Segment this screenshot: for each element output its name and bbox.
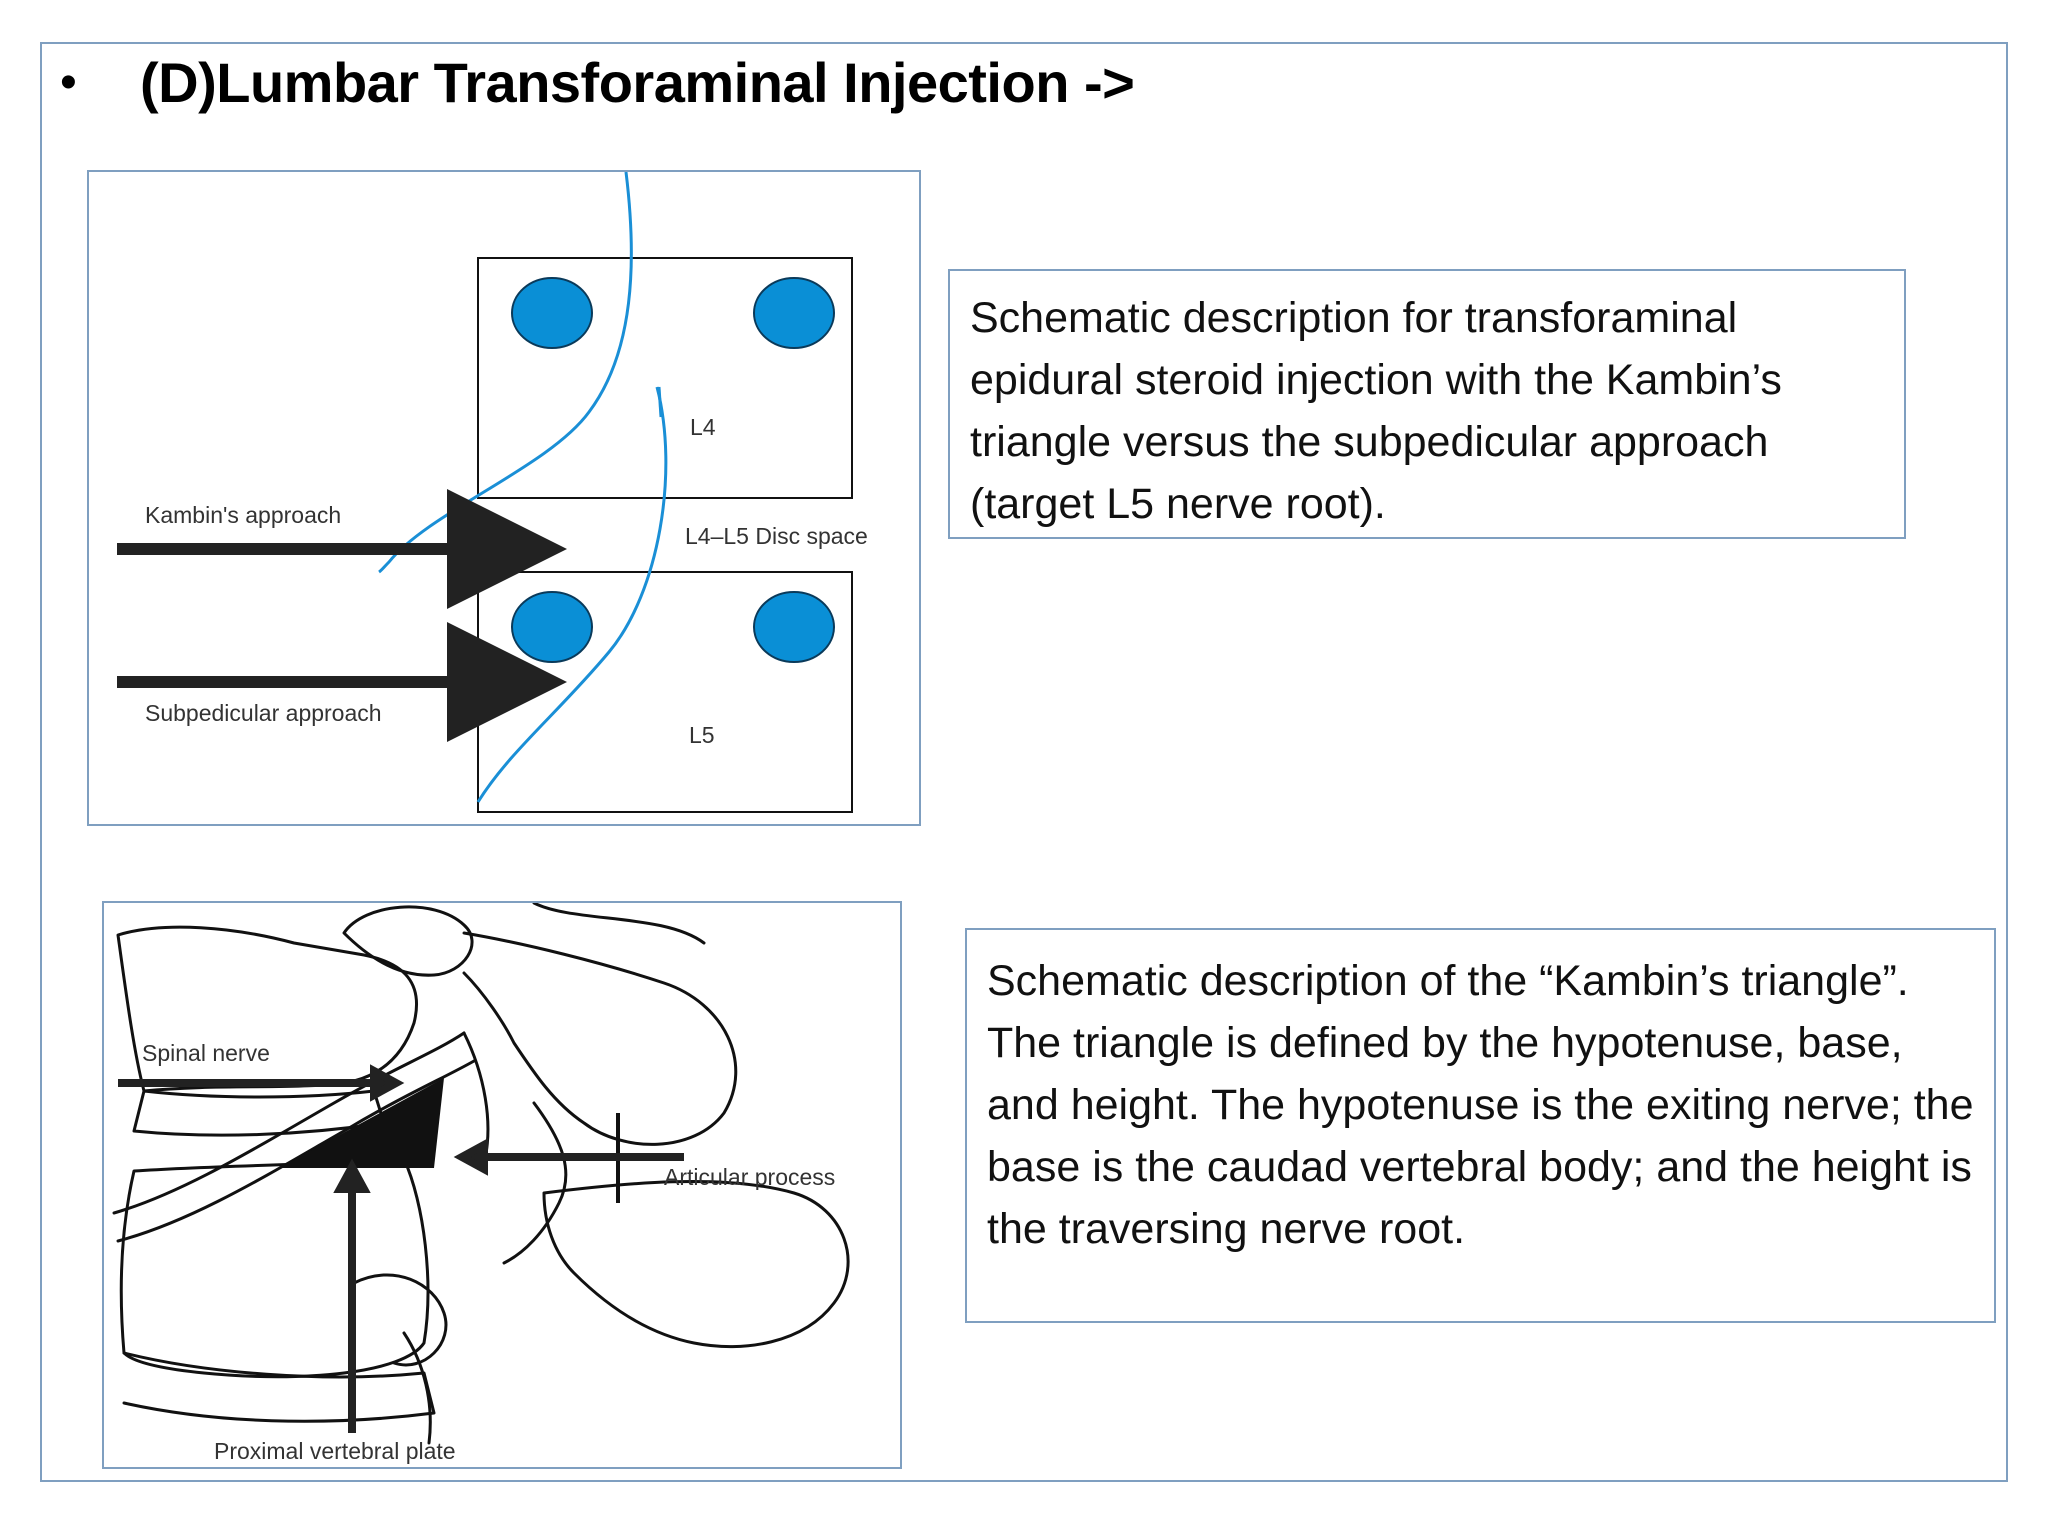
label-kambin-approach: Kambin's approach (145, 502, 341, 528)
l4-right-pedicle (753, 277, 835, 349)
approach-schematic-figure: L4 L4–L5 Disc space L5 Kambin's approach… (87, 170, 921, 826)
l4-left-pedicle (511, 277, 593, 349)
articular-process-arrowhead (453, 1138, 488, 1176)
title-row: • (D)Lumbar Transforaminal Injection -> (60, 50, 1135, 115)
upper-right-bone (532, 903, 706, 945)
label-disc-space: L4–L5 Disc space (685, 523, 868, 549)
kambin-triangle-svg: Spinal nerve Articular process Proximal … (112, 903, 850, 1464)
traversing-nerve-curve (476, 386, 668, 803)
label-l5: L5 (689, 722, 715, 748)
upper-vertebral-body (116, 925, 419, 1093)
kambin-triangle-figure: Spinal nerve Articular process Proximal … (102, 901, 902, 1469)
title-bullet: • (60, 56, 77, 109)
upper-transverse-process (342, 905, 474, 977)
spinal-nerve-arrowhead (370, 1064, 405, 1102)
lower-nerve-root (402, 1331, 432, 1445)
kambin-triangle-shape (279, 1078, 444, 1168)
exiting-nerve-curve (378, 172, 633, 574)
caption-approach-schematic: Schematic description for transforaminal… (948, 269, 1906, 539)
lamina-outline (502, 1101, 568, 1265)
label-articular-process: Articular process (664, 1164, 835, 1190)
lower-vertebral-body (119, 1157, 430, 1379)
caption-kambin-triangle: Schematic description of the “Kambin’s t… (965, 928, 1996, 1323)
nerve-stub (657, 386, 663, 418)
slide-frame (40, 42, 2008, 1482)
label-l4: L4 (690, 414, 716, 440)
label-subpedicular-approach: Subpedicular approach (145, 700, 382, 726)
proximal-plate-arrowhead (333, 1158, 371, 1193)
l5-left-pedicle (511, 591, 593, 663)
slide-title: (D)Lumbar Transforaminal Injection -> (140, 51, 1135, 114)
inferior-articular-process (542, 1179, 850, 1349)
exiting-spinal-nerve (112, 1031, 466, 1215)
approach-schematic-svg: L4 L4–L5 Disc space L5 Kambin's approach… (117, 172, 868, 813)
superior-articular-process (462, 931, 738, 1146)
label-spinal-nerve: Spinal nerve (142, 1040, 270, 1066)
exiting-spinal-nerve-lower-edge (116, 1059, 476, 1243)
l5-right-pedicle (753, 591, 835, 663)
lower-pedicle (352, 1273, 448, 1367)
label-proximal-vertebral-plate: Proximal vertebral plate (214, 1438, 456, 1464)
